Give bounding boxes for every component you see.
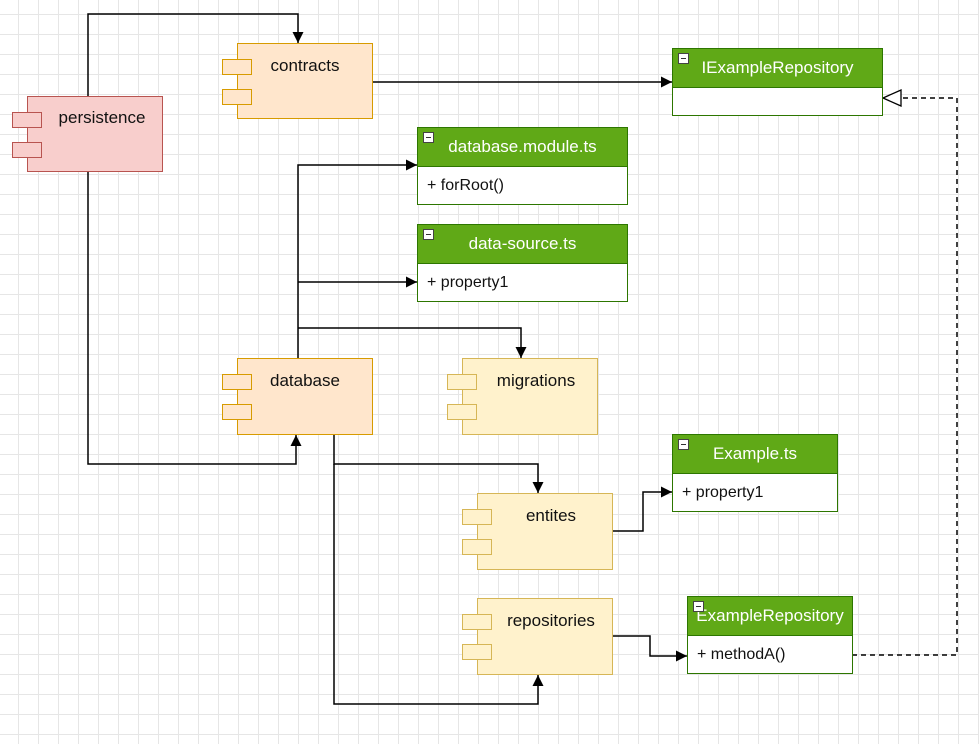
component-port-icon xyxy=(222,404,252,420)
class-members: + forRoot() xyxy=(427,177,504,194)
component-port-icon xyxy=(462,539,492,555)
component-migrations[interactable]: migrations xyxy=(447,358,598,435)
collapse-icon[interactable] xyxy=(423,132,434,143)
component-port-icon xyxy=(222,374,252,390)
component-port-icon xyxy=(447,374,477,390)
class-members: + property1 xyxy=(682,484,764,501)
class-database-module[interactable]: database.module.ts + forRoot() xyxy=(417,127,628,205)
class-members: + methodA() xyxy=(697,646,786,663)
component-contracts[interactable]: contracts xyxy=(222,43,373,119)
component-label: contracts xyxy=(270,56,340,75)
class-name: data-source.ts xyxy=(468,234,577,253)
edge-entites-to-example xyxy=(612,486,672,532)
component-entites[interactable]: entites xyxy=(462,493,613,570)
component-port-icon xyxy=(222,59,252,75)
edge-database-to-entites xyxy=(333,435,544,493)
component-port-icon xyxy=(12,142,42,158)
component-port-icon xyxy=(222,89,252,105)
class-header: data-source.ts xyxy=(418,225,627,264)
class-name: IExampleRepository xyxy=(701,58,854,77)
collapse-icon[interactable] xyxy=(423,229,434,240)
class-members xyxy=(673,88,882,98)
component-label: migrations xyxy=(496,371,576,390)
edge-database-to-migrations xyxy=(298,327,527,358)
component-port-icon xyxy=(12,112,42,128)
class-header: ExampleRepository xyxy=(688,597,852,636)
class-iexamplerepository[interactable]: IExampleRepository xyxy=(672,48,883,116)
class-header: Example.ts xyxy=(673,435,837,474)
class-header: database.module.ts xyxy=(418,128,627,167)
component-port-icon xyxy=(462,614,492,630)
class-data-source[interactable]: data-source.ts + property1 xyxy=(417,224,628,302)
class-members: + property1 xyxy=(427,274,509,291)
component-label: persistence xyxy=(58,108,146,127)
class-name: Example.ts xyxy=(712,444,798,463)
component-repositories[interactable]: repositories xyxy=(462,598,613,675)
component-label: repositories xyxy=(507,611,595,630)
edge-repositories-to-examplerepository xyxy=(612,635,687,662)
edge-database-to-repositories xyxy=(333,464,544,705)
collapse-icon[interactable] xyxy=(678,439,689,450)
component-persistence[interactable]: persistence xyxy=(12,96,163,172)
edge-persistence-to-database xyxy=(87,172,302,465)
component-label: entites xyxy=(525,506,577,525)
class-header: IExampleRepository xyxy=(673,49,882,88)
class-name: ExampleRepository xyxy=(696,606,844,625)
collapse-icon[interactable] xyxy=(678,53,689,64)
component-port-icon xyxy=(462,644,492,660)
component-port-icon xyxy=(462,509,492,525)
collapse-icon[interactable] xyxy=(693,601,704,612)
class-example-ts[interactable]: Example.ts + property1 xyxy=(672,434,838,512)
edge-database-to-database-module xyxy=(297,159,417,358)
component-label: database xyxy=(270,371,340,390)
component-database[interactable]: database xyxy=(222,358,373,435)
class-name: database.module.ts xyxy=(448,137,597,156)
class-examplerepository[interactable]: ExampleRepository + methodA() xyxy=(687,596,853,674)
edge-persistence-to-contracts xyxy=(87,13,304,96)
edge-realization-examplerepository-to-interface xyxy=(852,98,958,656)
component-port-icon xyxy=(447,404,477,420)
